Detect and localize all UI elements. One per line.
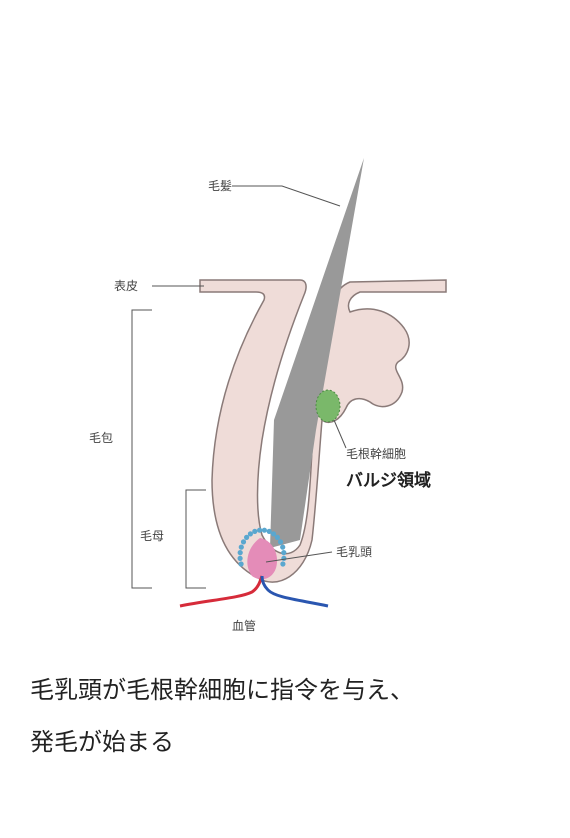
leader-papilla: [265, 551, 333, 563]
matrix-bracket: [185, 489, 206, 589]
matrix-cell-dot: [280, 561, 286, 567]
matrix-cell-dot: [247, 531, 253, 537]
artery-vessel: [179, 575, 264, 608]
leader-stem-cells: [333, 419, 347, 449]
matrix-cell-dot: [240, 539, 247, 545]
matrix-cell-dot: [257, 527, 263, 533]
matrix-cell-dot: [274, 534, 280, 541]
matrix-cell-dot: [244, 534, 250, 541]
label-hair-shaft: 毛髪: [208, 179, 232, 193]
matrix-cell-dot: [271, 531, 277, 537]
matrix-cell-dot: [280, 544, 286, 550]
stem-cell-cluster: [315, 389, 341, 423]
label-hair-matrix: 毛母: [140, 529, 164, 543]
hair-shaft: [270, 158, 364, 548]
caption-line-2: 発毛が始まる: [30, 728, 174, 756]
label-stem-cells: 毛根幹細胞: [346, 446, 406, 461]
hair-matrix-cells: [237, 527, 287, 567]
label-dermal-papilla: 毛乳頭: [336, 545, 372, 559]
matrix-cell-dot: [252, 528, 258, 535]
matrix-cell-dot: [238, 544, 244, 550]
label-epidermis: 表皮: [114, 279, 138, 293]
hair-follicle-diagram: 毛髪 表皮 毛包 毛母 毛根幹細胞 バルジ領域 毛乳頭 血管: [89, 158, 447, 633]
matrix-cell-dot: [237, 555, 243, 562]
matrix-cell-dot: [281, 555, 287, 562]
caption-line-1: 毛乳頭が毛根幹細胞に指令を与え、: [30, 676, 414, 704]
matrix-cell-dot: [277, 539, 284, 545]
label-bulge-region: バルジ領域: [346, 470, 431, 491]
matrix-cell-dot: [261, 527, 267, 533]
leader-lines: [131, 185, 347, 589]
stem-cell-zone: [315, 389, 341, 423]
label-follicle: 毛包: [89, 431, 113, 445]
leader-hair: [232, 185, 341, 207]
dermal-papilla: [247, 538, 278, 580]
matrix-cell-dot: [266, 528, 272, 535]
matrix-cell-dot: [238, 561, 244, 567]
follicle-bracket: [131, 309, 152, 589]
matrix-cell-dot: [281, 550, 287, 556]
skin-follicle-outline: [199, 279, 447, 583]
vein-vessel: [260, 575, 329, 608]
label-blood-vessel: 血管: [232, 618, 256, 633]
matrix-cell-dot: [237, 550, 243, 556]
